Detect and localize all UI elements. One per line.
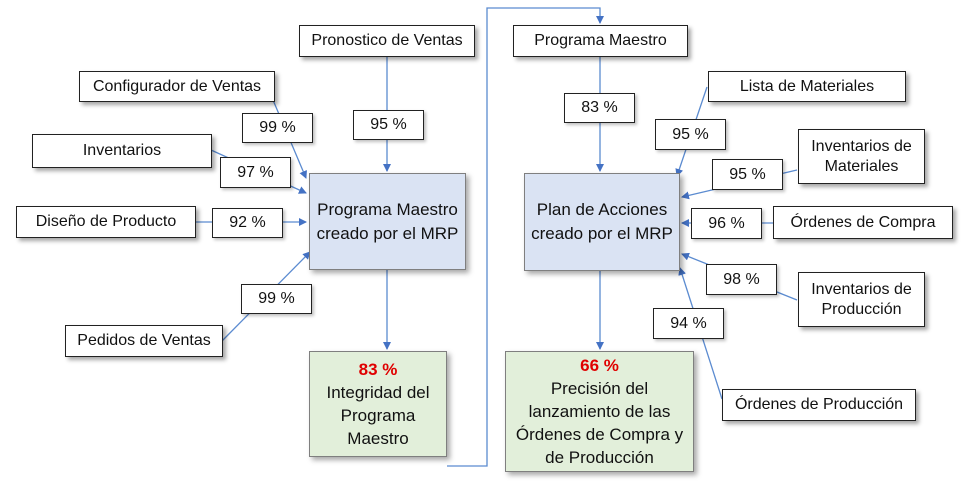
- source-inv-materiales: Inventarios de Materiales: [798, 129, 925, 184]
- result-integridad: 83 % Integridad del Programa Maestro: [309, 351, 447, 457]
- source-ordenes-produccion: Órdenes de Producción: [722, 389, 916, 421]
- pct-lista: 95 %: [655, 119, 726, 150]
- pct-pronostico: 95 %: [353, 110, 424, 140]
- pct-ordenes-compra: 96 %: [691, 208, 762, 239]
- result-precision: 66 % Precisión del lanzamiento de las Ór…: [505, 351, 694, 472]
- pct-inventarios: 97 %: [220, 157, 291, 188]
- source-configurador: Configurador de Ventas: [79, 71, 275, 102]
- result-precision-label: Precisión del lanzamiento de las Órdenes…: [515, 379, 684, 467]
- source-inv-produccion: Inventarios de Producción: [798, 272, 925, 327]
- loop-connector: [447, 7, 604, 467]
- result-integridad-value: 83 %: [358, 360, 398, 379]
- pct-pedidos: 99 %: [241, 284, 312, 314]
- pct-inv-produccion: 98 %: [706, 264, 777, 295]
- source-programa-maestro: Programa Maestro: [513, 25, 688, 57]
- source-pedidos: Pedidos de Ventas: [65, 325, 223, 357]
- result-integridad-label: Integridad del Programa Maestro: [326, 383, 430, 448]
- pct-configurador: 99 %: [242, 113, 313, 143]
- result-precision-value: 66 %: [580, 356, 619, 375]
- pct-ordenes-produccion: 94 %: [653, 308, 724, 339]
- source-lista-materiales: Lista de Materiales: [708, 71, 906, 102]
- pct-inv-materiales: 95 %: [712, 159, 783, 190]
- process-plan-acciones: Plan de Acciones creado por el MRP: [524, 173, 680, 271]
- source-pronostico: Pronostico de Ventas: [299, 25, 475, 57]
- pct-programa: 83 %: [564, 93, 635, 123]
- pct-diseno: 92 %: [212, 208, 283, 238]
- source-ordenes-compra: Órdenes de Compra: [773, 206, 953, 239]
- source-diseno: Diseño de Producto: [16, 206, 196, 238]
- process-programa-maestro: Programa Maestro creado por el MRP: [309, 173, 466, 270]
- source-inventarios: Inventarios: [32, 134, 212, 168]
